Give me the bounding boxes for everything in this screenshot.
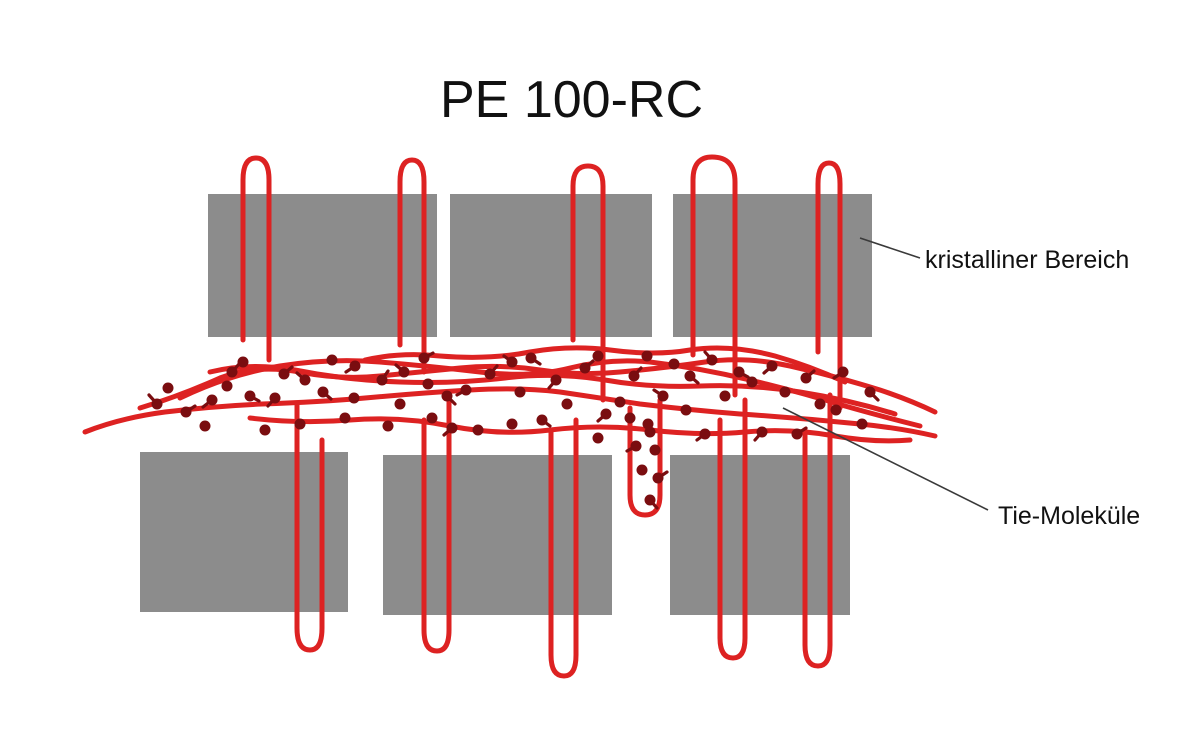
tie-node-33 xyxy=(641,350,653,362)
tie-node-46 xyxy=(779,386,791,398)
tie-node-70 xyxy=(237,356,249,368)
tie-node-13 xyxy=(376,374,388,386)
tie-node-35 xyxy=(657,390,669,402)
tie-node-16 xyxy=(418,352,430,364)
folded-chain-0 xyxy=(240,155,272,363)
tie-node-17 xyxy=(422,378,434,390)
tie-node-30 xyxy=(600,408,612,420)
crystalline-block-top-middle xyxy=(450,194,652,337)
tie-node-29 xyxy=(592,350,604,362)
tie-node-5 xyxy=(244,390,256,402)
tie-node-38 xyxy=(684,370,696,382)
tie-node-54 xyxy=(624,412,636,424)
tie-node-21 xyxy=(484,368,496,380)
tie-node-19 xyxy=(446,422,458,434)
tie-node-64 xyxy=(382,420,394,432)
tie-node-45 xyxy=(766,360,778,372)
folded-chain-7 xyxy=(548,417,579,679)
tie-node-8 xyxy=(299,374,311,386)
tie-node-67 xyxy=(506,418,518,430)
tie-node-26 xyxy=(550,374,562,386)
tie-node-28 xyxy=(579,362,591,374)
tie-node-15 xyxy=(398,366,410,378)
crystalline-region-label: kristalliner Bereich xyxy=(925,246,1129,274)
tie-node-23 xyxy=(514,386,526,398)
crystalline-block-bottom-right xyxy=(670,455,850,615)
tie-node-27 xyxy=(561,398,573,410)
tie-node-58 xyxy=(652,472,664,484)
tie-node-36 xyxy=(668,358,680,370)
folded-chain-2 xyxy=(570,163,606,403)
tie-node-50 xyxy=(830,404,842,416)
tie-node-66 xyxy=(472,424,484,436)
tie-node-53 xyxy=(864,386,876,398)
tie-node-2 xyxy=(206,394,218,406)
tie-molecule-nodes-group xyxy=(151,350,876,506)
tie-node-41 xyxy=(719,390,731,402)
tie-node-55 xyxy=(630,440,642,452)
tie-node-37 xyxy=(680,404,692,416)
tie-node-59 xyxy=(649,444,661,456)
folded-chain-8 xyxy=(717,397,748,661)
tie-node-0 xyxy=(151,398,163,410)
tie-node-1 xyxy=(180,406,192,418)
folded-chain-4 xyxy=(815,160,843,411)
tie-node-63 xyxy=(339,412,351,424)
tie-molecules-label: Tie-Moleküle xyxy=(998,502,1140,530)
folded-chain-6 xyxy=(421,397,452,654)
tie-molecule-strand-5 xyxy=(362,345,848,385)
tie-node-56 xyxy=(636,464,648,476)
folded-chain-1 xyxy=(397,157,427,375)
tie-molecule-strand-4 xyxy=(247,415,913,444)
tie-node-32 xyxy=(628,370,640,382)
tie-node-48 xyxy=(800,372,812,384)
tie-node-20 xyxy=(460,384,472,396)
tie-node-14 xyxy=(394,398,406,410)
tie-node-3 xyxy=(226,366,238,378)
tie-node-6 xyxy=(269,392,281,404)
tie-node-62 xyxy=(294,418,306,430)
folded-chain-5 xyxy=(294,402,325,653)
tie-node-7 xyxy=(278,368,290,380)
folded-chain-9 xyxy=(802,392,833,669)
tie-node-43 xyxy=(746,376,758,388)
tie-node-57 xyxy=(644,494,656,506)
tie-node-9 xyxy=(317,386,329,398)
tie-node-49 xyxy=(814,398,826,410)
tie-node-11 xyxy=(349,360,361,372)
tie-node-65 xyxy=(426,412,438,424)
folded-chain-3 xyxy=(690,154,738,398)
tie-node-42 xyxy=(733,366,745,378)
tie-node-10 xyxy=(326,354,338,366)
tie-molecule-leader-line xyxy=(782,407,989,511)
polymer-chains-group xyxy=(240,154,843,679)
page-title: PE 100-RC xyxy=(440,71,703,129)
tie-molecule-network-group xyxy=(82,345,938,444)
tie-node-22 xyxy=(506,356,518,368)
tie-node-47 xyxy=(791,428,803,440)
folded-chain-10 xyxy=(627,397,663,518)
tie-node-71 xyxy=(162,382,174,394)
tie-node-25 xyxy=(536,414,548,426)
tie-node-18 xyxy=(441,390,453,402)
tie-node-69 xyxy=(199,420,211,432)
tie-node-39 xyxy=(699,428,711,440)
tie-node-12 xyxy=(348,392,360,404)
tie-molecule-strand-0 xyxy=(82,386,938,439)
tie-node-68 xyxy=(592,432,604,444)
tie-node-44 xyxy=(756,426,768,438)
tie-node-24 xyxy=(525,352,537,364)
tie-node-40 xyxy=(706,354,718,366)
crystalline-leader-line xyxy=(859,237,921,259)
tie-node-51 xyxy=(837,366,849,378)
tie-node-60 xyxy=(642,418,654,430)
tie-node-4 xyxy=(221,380,233,392)
tie-node-52 xyxy=(856,418,868,430)
tie-node-61 xyxy=(259,424,271,436)
crystalline-block-bottom-left xyxy=(140,452,348,612)
tie-node-31 xyxy=(614,396,626,408)
